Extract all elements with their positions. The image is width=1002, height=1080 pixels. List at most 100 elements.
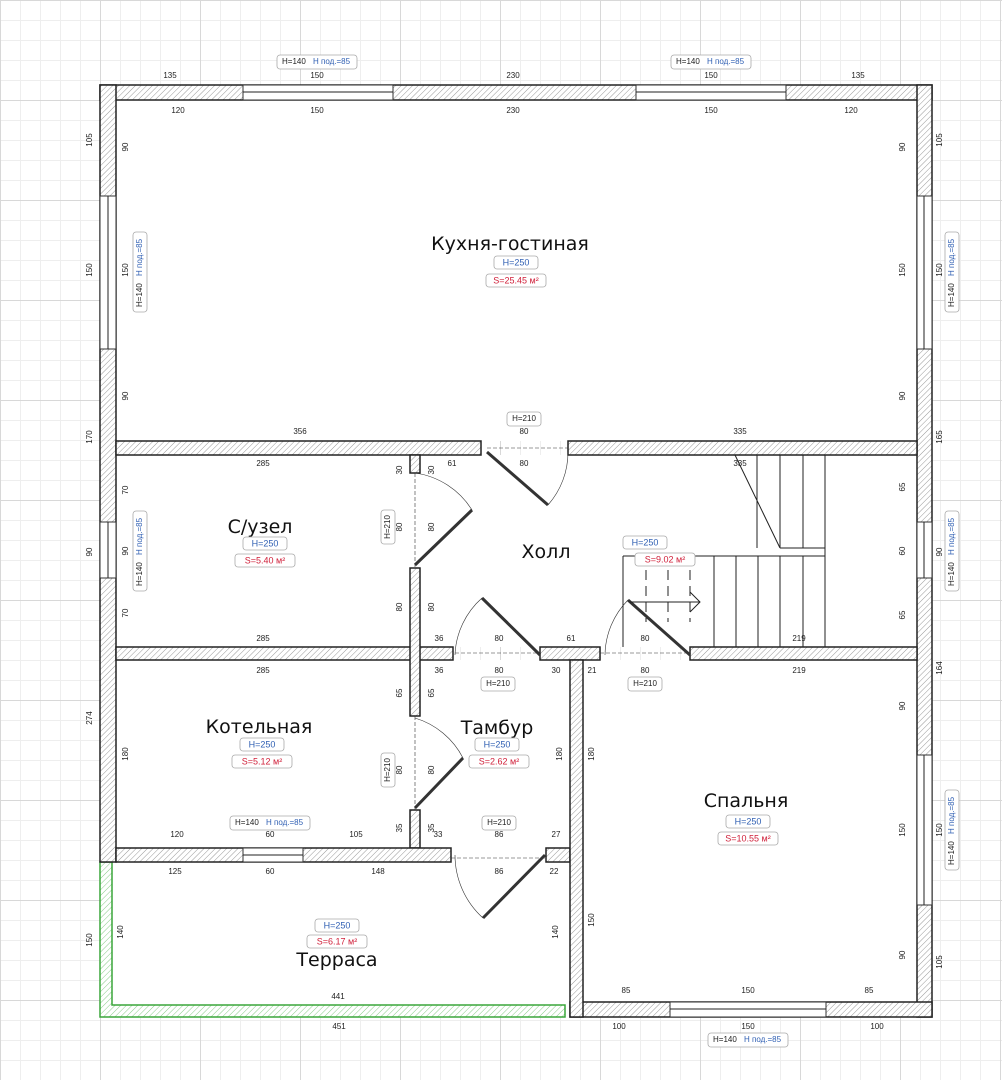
window-height: H=140 <box>947 562 956 586</box>
dimension-label: 125 <box>168 867 182 876</box>
room-height: H=250 <box>484 739 511 749</box>
door-tag: H=210 <box>627 676 663 692</box>
dimension-label: 180 <box>587 747 596 761</box>
dimension-label: 65 <box>427 688 436 697</box>
dimension-label: 90 <box>121 546 130 555</box>
dimension-label: 150 <box>310 71 324 80</box>
stair-arrow-icon <box>630 591 701 613</box>
door-height: H=210 <box>486 679 510 688</box>
door-height: H=210 <box>383 515 392 539</box>
door-terrace[interactable] <box>451 853 547 920</box>
dimension-label: 150 <box>935 263 944 277</box>
window-sill-height: H под.=85 <box>135 517 144 555</box>
dimension-label: 85 <box>622 986 631 995</box>
dimension-label: 27 <box>552 830 561 839</box>
wall-middle-center <box>539 646 601 661</box>
dimension-label: 150 <box>741 986 755 995</box>
dimension-label: 65 <box>898 482 907 491</box>
dimension-label: 90 <box>935 547 944 556</box>
door-bedroom[interactable] <box>600 598 691 657</box>
window-height: H=140 <box>713 1035 737 1044</box>
dimension-label: 65 <box>395 688 404 697</box>
dimension-label: 61 <box>567 634 576 643</box>
dimension-label: 80 <box>427 602 436 611</box>
room-name: Спальня <box>704 790 789 812</box>
dimension-label: 80 <box>495 634 504 643</box>
wall-vestibule-bottom <box>545 847 571 863</box>
door-vestibule-top[interactable] <box>454 596 542 657</box>
window-sill-height: H под.=85 <box>707 57 745 66</box>
wall-bedroom-left <box>569 659 584 1018</box>
room-name: Терраса <box>295 949 377 971</box>
dimension-label: 180 <box>121 747 130 761</box>
dimension-label: 65 <box>898 610 907 619</box>
room-height: H=250 <box>249 739 276 749</box>
window-sill-height: H под.=85 <box>744 1035 782 1044</box>
dimension-label: 105 <box>85 133 94 147</box>
window-sill-height: H под.=85 <box>266 818 304 827</box>
dimension-label: 30 <box>552 666 561 675</box>
door-bathroom[interactable] <box>413 472 474 568</box>
window-sill-height: H под.=85 <box>947 238 956 276</box>
wall-partition <box>409 567 421 717</box>
door-boiler[interactable] <box>413 716 465 810</box>
window-sill-height: H под.=85 <box>947 517 956 555</box>
window-tag: H=140 H под.=85 <box>944 510 960 592</box>
dimension-label: 150 <box>85 933 94 947</box>
dimension-label: 30 <box>395 465 404 474</box>
dimension-label: 35 <box>395 823 404 832</box>
room-name: Котельная <box>206 716 313 738</box>
dimension-label: 60 <box>266 867 275 876</box>
door-height: H=210 <box>633 679 657 688</box>
dimension-label: 80 <box>395 602 404 611</box>
dimension-label: 80 <box>641 634 650 643</box>
room-height: H=250 <box>632 537 659 547</box>
dimension-label: 356 <box>293 427 307 436</box>
dimension-label: 164 <box>935 661 944 675</box>
dimension-label: 30 <box>427 465 436 474</box>
dimension-label: 90 <box>898 950 907 959</box>
windows <box>99 84 933 1018</box>
wall-kitchen-bottom-right <box>567 440 918 456</box>
room-area: S=5.40 м² <box>245 555 285 565</box>
dimension-label: 105 <box>935 133 944 147</box>
dimension-label: 36 <box>435 666 444 675</box>
room-name: Кухня-гостиная <box>431 233 589 255</box>
dimension-label: 335 <box>733 427 747 436</box>
room-area: S=9.02 м² <box>645 554 685 564</box>
window-height: H=140 <box>135 283 144 307</box>
dimension-label: 90 <box>121 391 130 400</box>
dimension-label: 150 <box>741 1022 755 1031</box>
dimension-label: 80 <box>427 522 436 531</box>
dimension-label: 80 <box>641 666 650 675</box>
dimension-label: 219 <box>792 666 806 675</box>
window-sill-height: H под.=85 <box>947 796 956 834</box>
wall-middle-right <box>689 646 918 661</box>
dimension-label: 335 <box>733 459 747 468</box>
dimension-label: 36 <box>435 634 444 643</box>
window-height: H=140 <box>282 57 306 66</box>
wall-partition <box>409 454 421 474</box>
room-area: S=25.45 м² <box>493 275 538 285</box>
dimension-label: 135 <box>851 71 865 80</box>
dimension-label: 285 <box>256 634 270 643</box>
dimension-label: 135 <box>163 71 177 80</box>
wall-middle-left <box>115 646 454 661</box>
dimension-label: 105 <box>935 955 944 969</box>
dimension-label: 70 <box>121 485 130 494</box>
dimension-label: 90 <box>85 547 94 556</box>
dimension-label: 140 <box>551 925 560 939</box>
door-kitchen[interactable] <box>486 447 569 507</box>
dimension-label: 60 <box>898 546 907 555</box>
dimension-label: 90 <box>898 391 907 400</box>
dimension-label: 230 <box>506 71 520 80</box>
dimension-label: 150 <box>898 263 907 277</box>
